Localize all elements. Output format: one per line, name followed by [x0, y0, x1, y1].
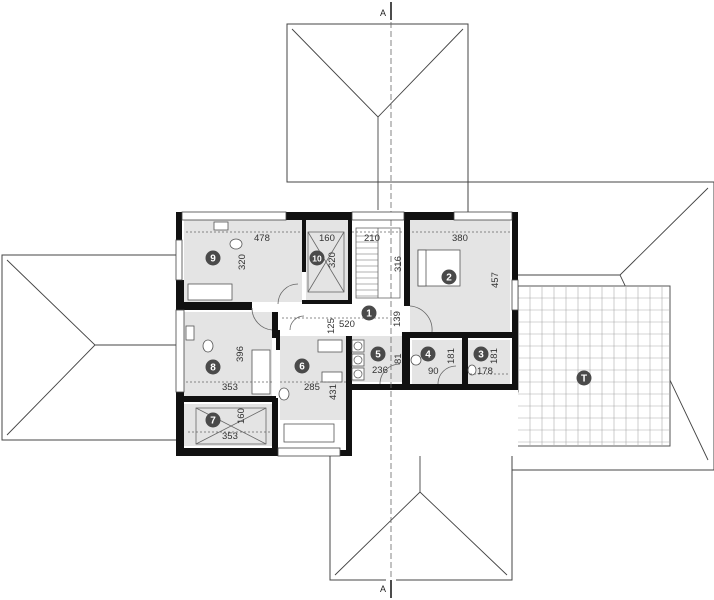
dim-520: 520 [339, 319, 355, 330]
dim-431: 431 [328, 384, 339, 400]
room-badge-4: 4 [420, 346, 436, 362]
roof-top [286, 23, 469, 210]
dim-353-room8: 353 [222, 382, 238, 393]
room-badge-1: 1 [361, 305, 377, 321]
dim-90: 90 [428, 366, 439, 377]
svg-text:A: A [380, 584, 386, 594]
dim-285: 285 [304, 382, 320, 393]
dim-353-room7: 353 [222, 431, 238, 442]
dim-181-room3: 181 [489, 348, 500, 364]
svg-text:9: 9 [210, 254, 216, 265]
svg-text:4: 4 [425, 350, 431, 361]
dim-236: 236 [372, 365, 388, 376]
dim-210: 210 [364, 233, 380, 244]
svg-text:5: 5 [375, 350, 381, 361]
room-badge-10: 10 [309, 250, 325, 266]
dim-160-room7: 160 [236, 408, 247, 424]
svg-text:1: 1 [366, 309, 372, 320]
bathtub-8 [251, 349, 271, 395]
fixtures [175, 4, 519, 596]
room-badge-8: 8 [205, 359, 221, 375]
svg-text:T: T [581, 374, 587, 385]
bathtub-6 [283, 423, 335, 443]
dim-380: 380 [452, 233, 468, 244]
dimension-labels: 478 320 160 320 210 316 380 457 125 520 … [222, 233, 501, 442]
roof-bottom [329, 449, 513, 581]
room-badge-3: 3 [473, 346, 489, 362]
dim-316: 316 [393, 256, 404, 272]
room-7-floor [184, 404, 272, 446]
staircase [356, 228, 379, 298]
dim-81: 81 [393, 353, 404, 364]
svg-text:8: 8 [210, 363, 216, 374]
svg-text:2: 2 [446, 273, 452, 284]
room-badge-2: 2 [441, 269, 457, 285]
room-badge-6: 6 [294, 358, 310, 374]
dim-139: 139 [392, 311, 403, 327]
dim-396: 396 [235, 346, 246, 362]
dim-181-room4: 181 [446, 348, 457, 364]
walls [176, 212, 518, 456]
section-mark-top: A [380, 0, 396, 22]
svg-text:10: 10 [312, 254, 322, 264]
svg-text:7: 7 [210, 416, 216, 427]
svg-text:3: 3 [478, 350, 484, 361]
dim-178: 178 [477, 366, 493, 377]
room-badge-terrace: T [576, 370, 592, 386]
svg-text:6: 6 [299, 362, 305, 373]
dim-160-top: 160 [319, 233, 335, 244]
dim-457: 457 [490, 272, 501, 288]
dim-478: 478 [254, 233, 270, 244]
room-badge-9: 9 [205, 250, 221, 266]
svg-text:A: A [380, 8, 386, 18]
room-badge-5: 5 [370, 346, 386, 362]
section-mark-bottom: A [380, 578, 396, 600]
room-badge-7: 7 [205, 412, 221, 428]
bathtub-9 [187, 283, 233, 301]
room-3-floor [468, 340, 510, 384]
dim-320-room9: 320 [237, 254, 248, 270]
roof-left [1, 254, 179, 441]
dim-125: 125 [326, 318, 337, 334]
room-badges: 9 10 1 2 8 6 5 4 [205, 250, 592, 428]
dim-320-room10: 320 [327, 252, 338, 268]
